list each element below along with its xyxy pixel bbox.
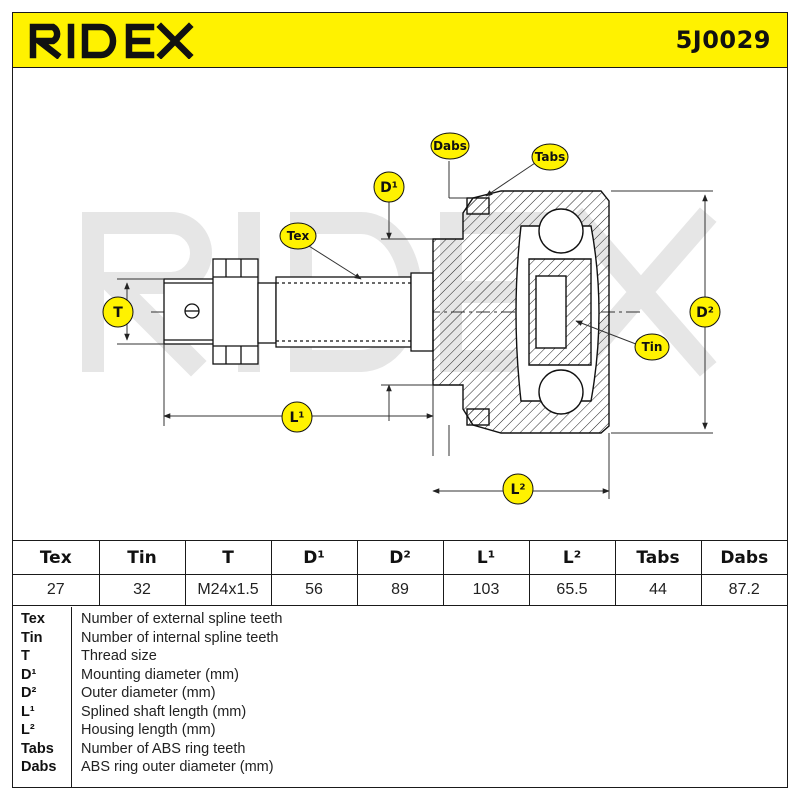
legend-desc: Number of ABS ring teeth bbox=[81, 740, 246, 757]
legend-key: D² bbox=[21, 685, 37, 701]
value-dabs: 87.2 bbox=[700, 574, 787, 606]
header-l1: L¹ bbox=[442, 540, 530, 575]
label-dabs-text: Dabs bbox=[433, 139, 467, 153]
legend-desc: Mounting diameter (mm) bbox=[81, 666, 239, 683]
legend: Tex Number of external spline teeth Tin … bbox=[13, 607, 787, 787]
legend-desc: Thread size bbox=[81, 648, 157, 664]
threaded-end bbox=[163, 278, 217, 345]
legend-key: D¹ bbox=[21, 666, 37, 683]
legend-key: L¹ bbox=[21, 703, 35, 720]
header-dabs: Dabs bbox=[700, 540, 787, 575]
legend-item: Tex Number of external spline teeth bbox=[13, 611, 787, 630]
header-tin: Tin bbox=[98, 540, 186, 575]
label-t: T bbox=[102, 296, 134, 328]
ridex-logo bbox=[27, 21, 207, 64]
label-tin-text: Tin bbox=[642, 340, 663, 354]
value-tabs: 44 bbox=[614, 574, 702, 606]
legend-item: D² Outer diameter (mm) bbox=[13, 685, 787, 704]
legend-item: L¹ Splined shaft length (mm) bbox=[13, 704, 787, 723]
value-l2: 65.5 bbox=[528, 574, 616, 606]
label-tex-text: Tex bbox=[287, 229, 310, 243]
header-tex: Tex bbox=[13, 540, 100, 575]
value-t: M24x1.5 bbox=[184, 574, 272, 606]
label-tin: Tin bbox=[634, 333, 670, 361]
legend-item: Dabs ABS ring outer diameter (mm) bbox=[13, 759, 787, 778]
label-l1-text: L¹ bbox=[289, 410, 304, 426]
legend-desc: Number of internal spline teeth bbox=[81, 629, 279, 646]
legend-desc: Splined shaft length (mm) bbox=[81, 703, 247, 720]
value-d1: 56 bbox=[270, 574, 358, 606]
label-d2: D² bbox=[689, 296, 721, 328]
header-l2: L² bbox=[528, 540, 616, 575]
ridex-logo-mark bbox=[29, 22, 194, 60]
cv-joint-drawing: T L¹ L² D¹ D² Tex bbox=[82, 132, 721, 505]
legend-key: L² bbox=[21, 722, 35, 738]
part-number: 5J0029 bbox=[675, 26, 771, 54]
spec-table-header-row: Tex Tin T D¹ D² L¹ L² Tabs Dabs bbox=[13, 540, 787, 575]
legend-desc: Number of external spline teeth bbox=[81, 611, 283, 627]
legend-item: D¹ Mounting diameter (mm) bbox=[13, 667, 787, 686]
legend-item: T Thread size bbox=[13, 648, 787, 667]
castle-nut bbox=[212, 258, 259, 365]
label-l1: L¹ bbox=[281, 401, 313, 433]
product-sheet: 5J0029 bbox=[12, 12, 788, 788]
splined-shaft bbox=[257, 272, 434, 352]
label-d1: D¹ bbox=[373, 171, 405, 203]
legend-key: Dabs bbox=[21, 759, 57, 775]
legend-divider bbox=[71, 607, 72, 787]
label-l2-text: L² bbox=[510, 482, 525, 498]
label-tabs: Tabs bbox=[531, 143, 569, 171]
legend-desc: ABS ring outer diameter (mm) bbox=[81, 759, 274, 775]
legend-key: Tin bbox=[21, 629, 43, 646]
header-bar: 5J0029 bbox=[13, 13, 787, 68]
value-tex: 27 bbox=[13, 574, 100, 606]
legend-desc: Housing length (mm) bbox=[81, 722, 216, 738]
header-d1: D¹ bbox=[270, 540, 358, 575]
header-d2: D² bbox=[356, 540, 444, 575]
label-d1-text: D¹ bbox=[380, 180, 398, 196]
legend-key: Tabs bbox=[21, 740, 54, 757]
label-t-text: T bbox=[113, 305, 123, 321]
value-d2: 89 bbox=[356, 574, 444, 606]
header-tabs: Tabs bbox=[614, 540, 702, 575]
legend-key: Tex bbox=[21, 611, 45, 627]
header-t: T bbox=[184, 540, 272, 575]
legend-key: T bbox=[21, 648, 30, 664]
spec-table-value-row: 27 32 M24x1.5 56 89 103 65.5 44 87.2 bbox=[13, 574, 787, 606]
value-tin: 32 bbox=[98, 574, 186, 606]
label-tabs-text: Tabs bbox=[535, 150, 565, 164]
legend-desc: Outer diameter (mm) bbox=[81, 685, 216, 701]
label-d2-text: D² bbox=[696, 305, 714, 321]
spec-table: Tex Tin T D¹ D² L¹ L² Tabs Dabs 27 32 M2… bbox=[13, 540, 787, 606]
value-l1: 103 bbox=[442, 574, 530, 606]
label-l2: L² bbox=[502, 473, 534, 505]
legend-item: Tabs Number of ABS ring teeth bbox=[13, 741, 787, 760]
label-tex: Tex bbox=[279, 222, 317, 250]
joint-housing bbox=[432, 190, 610, 434]
label-dabs: Dabs bbox=[430, 132, 470, 160]
legend-item: Tin Number of internal spline teeth bbox=[13, 630, 787, 649]
legend-item: L² Housing length (mm) bbox=[13, 722, 787, 741]
